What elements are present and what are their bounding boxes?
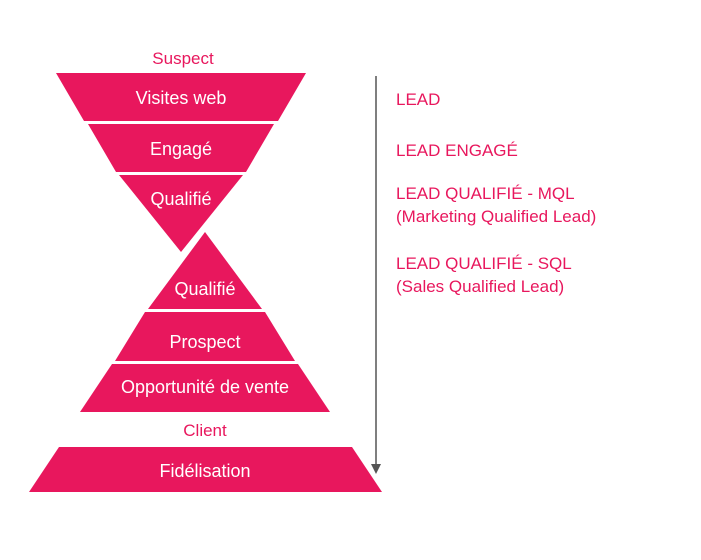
- pyramid-level-opportunite: [80, 364, 330, 412]
- pyramid-level-3-label: Opportunité de vente: [121, 377, 289, 397]
- pyramid: Qualifié Prospect Opportunité de vente: [80, 232, 330, 412]
- retention: Fidélisation: [29, 447, 382, 492]
- stage-mql: LEAD QUALIFIÉ - MQL (Marketing Qualified…: [396, 182, 596, 228]
- funnel-level-qualifie: [119, 175, 243, 252]
- stage-lead: LEAD: [396, 88, 440, 111]
- stage-lead-engage-line1: LEAD ENGAGÉ: [396, 141, 518, 160]
- stage-lead-line1: LEAD: [396, 90, 441, 109]
- stage-sql-line1: LEAD QUALIFIÉ - SQL: [396, 254, 572, 273]
- pyramid-level-prospect: [115, 312, 295, 361]
- client-label: Client: [183, 421, 227, 440]
- funnel: Visites web Engagé Qualifié: [56, 73, 306, 252]
- down-arrow-icon: [371, 76, 381, 474]
- funnel-level-engage: [88, 124, 274, 172]
- retention-level-fidelisation: [29, 447, 382, 492]
- stage-mql-line1: LEAD QUALIFIÉ - MQL: [396, 184, 575, 203]
- stage-mql-line2: (Marketing Qualified Lead): [396, 207, 597, 226]
- funnel-level-3-label: Qualifié: [150, 189, 211, 209]
- stage-sql-line2: (Sales Qualified Lead): [396, 277, 565, 296]
- funnel-level-1-label: Visites web: [136, 88, 227, 108]
- funnel-level-visites-web: [56, 73, 306, 121]
- stage-lead-engage: LEAD ENGAGÉ: [396, 139, 518, 162]
- suspect-label: Suspect: [152, 49, 214, 68]
- funnel-level-2-label: Engagé: [150, 139, 212, 159]
- retention-label: Fidélisation: [159, 461, 250, 481]
- pyramid-level-2-label: Prospect: [169, 332, 240, 352]
- pyramid-level-qualifie: [148, 232, 262, 309]
- pyramid-level-1-label: Qualifié: [174, 279, 235, 299]
- stage-sql: LEAD QUALIFIÉ - SQL (Sales Qualified Lea…: [396, 252, 572, 298]
